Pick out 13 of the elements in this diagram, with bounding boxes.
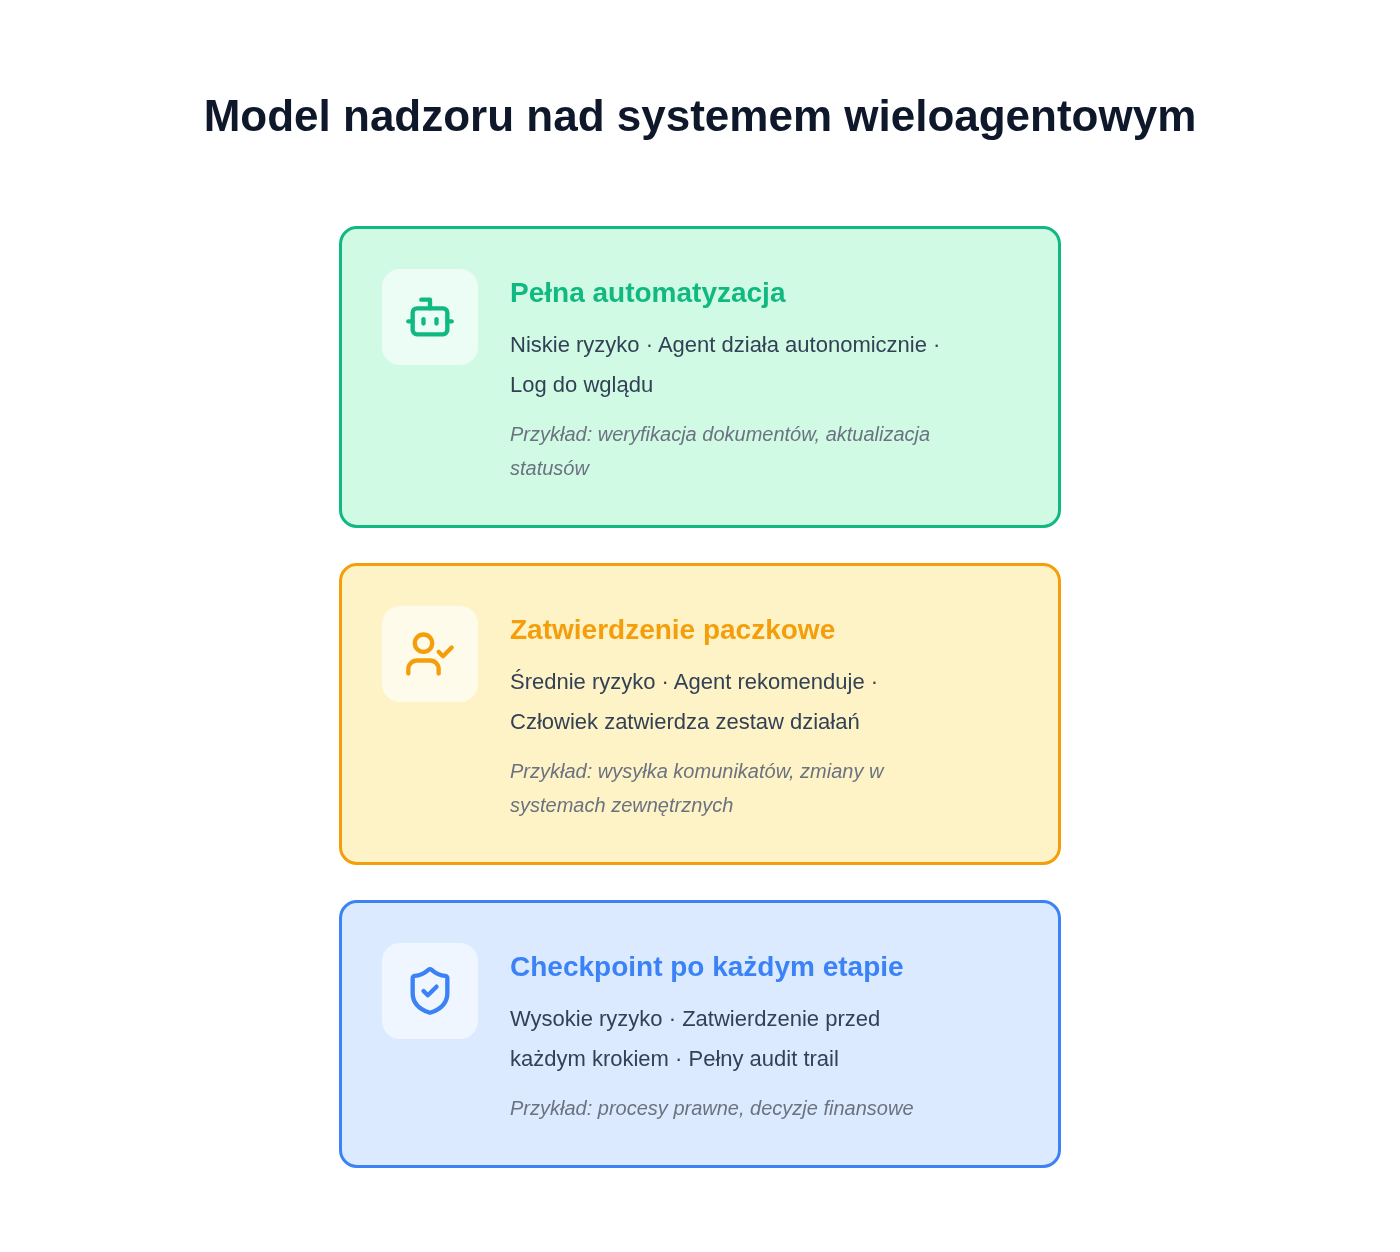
card-description: Średnie ryzyko · Agent rekomenduje · Człowiek zatwierdza zestaw działań [510,668,880,736]
example-note: Przykład: weryfikacja dokumentów, aktualizacja statusów [510,422,932,481]
example-note: Przykład: wysyłka komunikatów, zmiany w systemach zewnętrznych [510,759,886,818]
card-title: Pełna automatyzacja [510,276,787,310]
card-description: Niskie ryzyko · Agent działa autonomicznie · Log do wglądu [510,331,942,399]
tier-card [339,900,1061,1168]
card-title: Checkpoint po każdym etapie [510,950,905,984]
diagram-title: Model nadzoru nad systemem wieloagentowym [203,90,1197,142]
card-description: Wysokie ryzyko · Zatwierdzenie przed każdym krokiem · Pełny audit trail [510,1005,882,1073]
tier-card [339,226,1061,528]
example-note: Przykład: procesy prawne, decyzje finansowe [510,1096,915,1121]
tier-card [339,563,1061,865]
card-title: Zatwierdzenie paczkowe [510,613,837,647]
